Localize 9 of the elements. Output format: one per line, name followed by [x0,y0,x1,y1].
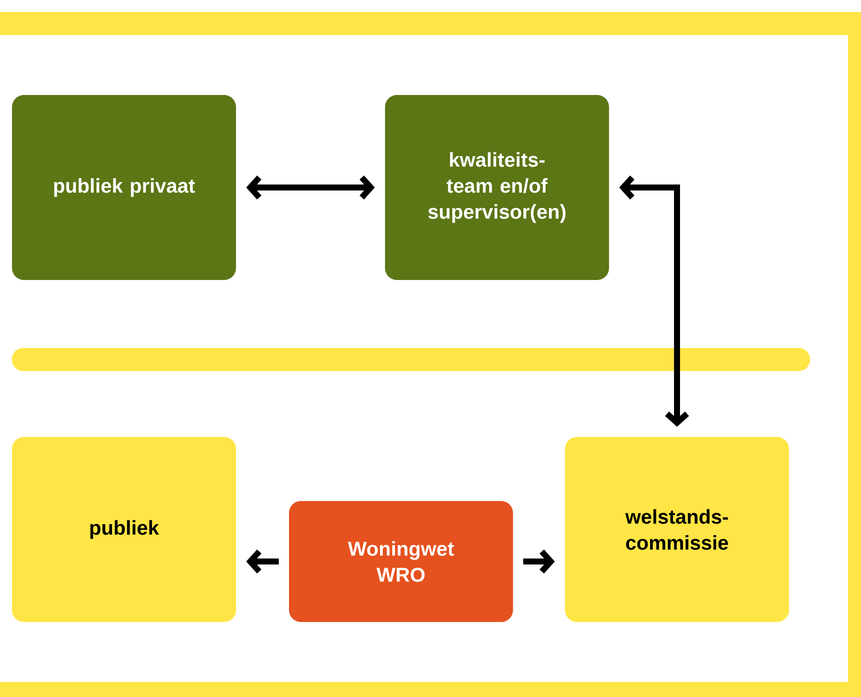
process-box: kwaliteits- team en/of supervisor(en) [385,95,609,280]
process-box: Woningwet WRO [289,501,513,622]
process-box: publiek privaat [12,95,236,280]
arrow [246,550,279,574]
process-box: welstands- commissie [565,437,789,622]
arrow [246,176,375,200]
arrow [523,550,555,574]
arrow [619,176,690,427]
process-box: publiek [12,437,236,622]
